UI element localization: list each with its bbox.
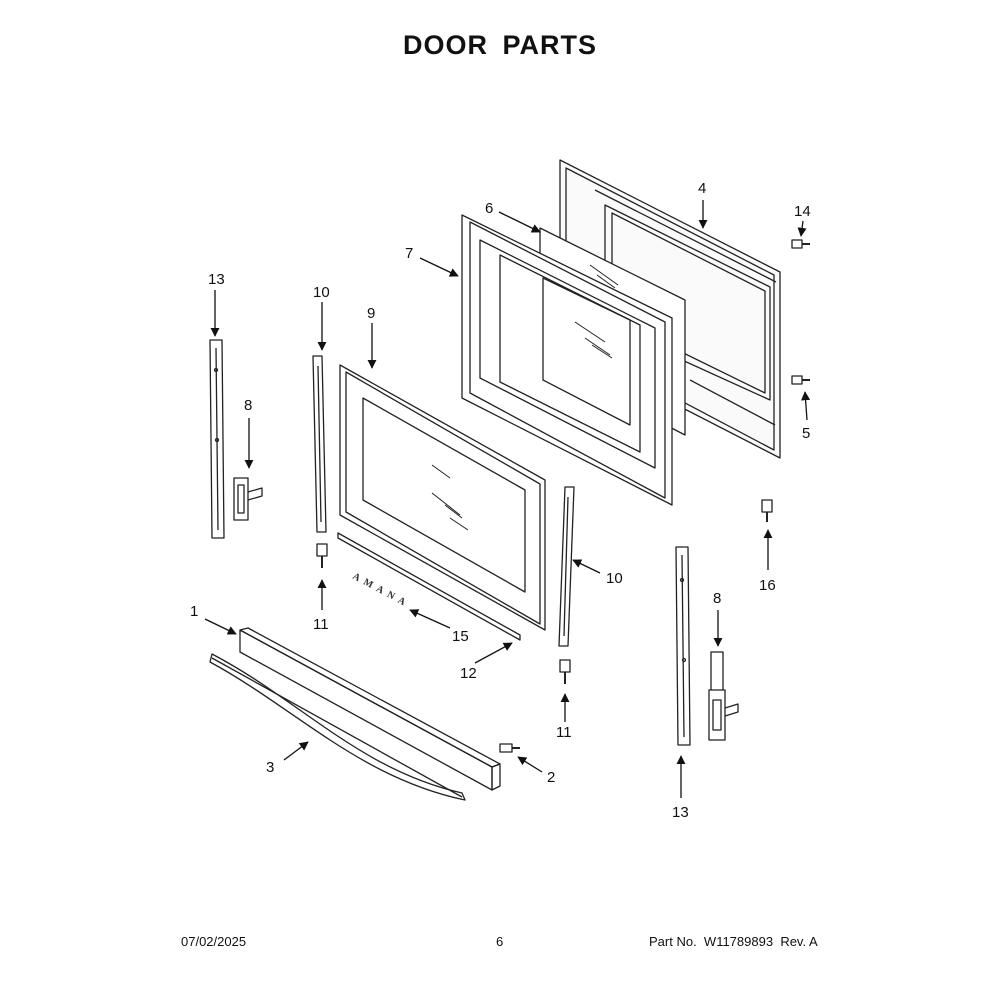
door-handle (209, 653, 466, 801)
callout-16: 16 (759, 577, 776, 594)
callout-labels: 1 2 3 4 5 6 7 8 8 9 10 10 11 11 12 13 13… (190, 180, 811, 821)
footer-part-number: Part No. W11789893 Rev. A (649, 934, 818, 949)
callout-12: 12 (460, 665, 477, 682)
callout-10-right: 10 (606, 570, 623, 587)
callout-11-left: 11 (313, 616, 329, 633)
side-trim-right (558, 486, 575, 647)
leader-arrows (204, 200, 811, 798)
logo-badge: AMANA (351, 571, 412, 610)
callout-6: 6 (485, 200, 493, 217)
handle-bracket-panel (239, 627, 501, 791)
door-hinge-right (708, 651, 739, 741)
callout-2: 2 (547, 769, 555, 786)
screw-14 (791, 239, 810, 249)
screw-11-right (559, 659, 571, 684)
window-pack-frame (461, 214, 673, 506)
callout-3: 3 (266, 759, 274, 776)
part-label: Part No. (649, 934, 697, 949)
hinge-receiver-right (675, 546, 691, 746)
door-hinge-left (233, 477, 263, 521)
callout-8-left: 8 (244, 397, 252, 414)
callout-7: 7 (405, 245, 413, 262)
callout-8-right: 8 (713, 590, 721, 607)
page-title: DOOR PARTS (402, 30, 597, 60)
hinge-receiver-left (209, 339, 225, 539)
callout-4: 4 (698, 180, 706, 197)
screw-5 (791, 375, 810, 385)
screw-2 (499, 743, 520, 753)
footer-date: 07/02/2025 (181, 934, 247, 949)
screw-11-left (316, 543, 328, 568)
callout-1: 1 (190, 603, 198, 620)
screw-16 (761, 499, 773, 522)
callout-14: 14 (794, 203, 811, 220)
trim-strip (337, 532, 521, 641)
rev-value: A (808, 934, 818, 949)
callout-5: 5 (802, 425, 810, 442)
outer-door-glass (339, 364, 546, 631)
callout-9: 9 (367, 305, 375, 322)
callout-10-left: 10 (313, 284, 330, 301)
callout-11-right: 11 (556, 724, 572, 741)
rev-label: Rev. (780, 934, 807, 949)
footer-page-number: 6 (496, 934, 504, 949)
side-trim-left (312, 355, 327, 533)
callout-13-left: 13 (208, 271, 225, 288)
part-number: W11789893 (703, 934, 774, 949)
callout-13-right: 13 (672, 804, 689, 821)
callout-15: 15 (452, 628, 469, 645)
